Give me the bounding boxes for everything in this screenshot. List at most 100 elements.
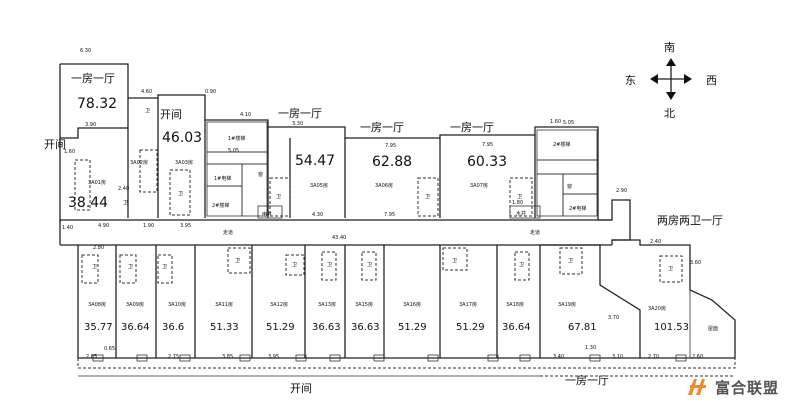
- compass-arrow-down-icon: [666, 92, 676, 100]
- room-3A19-type: 一房一厅: [565, 374, 609, 387]
- dim-d35: 2.60: [692, 354, 703, 360]
- dim-d34: 2.70: [648, 354, 659, 360]
- dim-d27: 2.65: [86, 354, 97, 360]
- room-3A01-label: 3A01房: [88, 179, 106, 186]
- dim-d31: 3.95: [268, 354, 279, 360]
- room-3A18-area: 36.64: [502, 322, 531, 333]
- toilet-3A06: 卫: [425, 194, 430, 200]
- brand-logo: 富合联盟: [686, 376, 779, 398]
- dim-d17: 4.90: [98, 223, 109, 229]
- compass-arrow-left-icon: [650, 74, 658, 84]
- room-3A06-type: 一房一厅: [360, 121, 404, 134]
- toilet-3A18: 卫: [519, 262, 524, 268]
- dim-d33: 3.10: [612, 354, 623, 360]
- elevator2-label: 2#电梯: [569, 205, 586, 212]
- brand-name: 富合联盟: [715, 378, 780, 397]
- elevator1-label: 1#电梯: [214, 175, 231, 182]
- toilet-3A05: 卫: [276, 194, 281, 200]
- toilet-3A07: 卫: [517, 194, 522, 200]
- room-3A02-label: 3A02房: [130, 159, 148, 166]
- room-3A03-type: 开间: [160, 108, 182, 121]
- compass-west: 西: [706, 74, 717, 87]
- dim-d19: 3.95: [180, 223, 191, 229]
- compass-north: 北: [664, 107, 675, 120]
- dimension-labels: 6.30 4.60 3.90 1.60 2.40 0.90 4.10 3.30 …: [62, 48, 703, 360]
- dim-d36: 1.30: [585, 345, 596, 351]
- room-3A02-type: 一房一厅: [71, 72, 115, 85]
- room-3A08-label: 3A08房: [88, 301, 106, 308]
- stair2-label: 2#楼梯: [553, 141, 570, 148]
- room-3A06-label: 3A06房: [375, 182, 393, 189]
- room-3A19-label: 3A19房: [558, 301, 576, 308]
- room-3A20-area: 101.53: [654, 322, 689, 333]
- room-3A03-label: 3A03房: [175, 159, 193, 166]
- room-3A06-area: 62.88: [372, 154, 412, 170]
- room-3A11-label: 3A11房: [215, 301, 233, 308]
- toilet-3A10: 卫: [162, 264, 167, 270]
- compass: 南 北 东 西: [625, 41, 717, 120]
- room-3A16-label: 3A16房: [403, 301, 421, 308]
- dim-d22: 1.40: [62, 225, 73, 231]
- toilet-3A12: 卫: [292, 262, 297, 268]
- toilet-3A15: 卫: [367, 262, 372, 268]
- room-3A01-area: 38.44: [68, 195, 108, 211]
- room-3A05-type: 一房一厅: [278, 107, 322, 120]
- corridor-label-left: 走道: [223, 229, 233, 236]
- room-3A15-label: 3A15房: [355, 301, 373, 308]
- dim-d11: 7.95: [385, 143, 396, 149]
- dim-d38: 5.05: [563, 120, 574, 126]
- corridor-label-right: 走道: [530, 229, 540, 236]
- lower-block-walls: [77, 239, 736, 369]
- corner-room-label: 屋面: [708, 326, 718, 332]
- electrical-well-label-left: 电井: [262, 211, 272, 218]
- window-label-left: 窗: [258, 171, 263, 178]
- water-well-label: 水井: [516, 210, 526, 217]
- dim-d10: 3.30: [292, 121, 303, 127]
- dim-d23: 2.80: [93, 245, 104, 251]
- dim-d15: 2.90: [616, 188, 627, 194]
- window-label-right: 窗: [567, 183, 572, 190]
- dim-d3: 3.90: [85, 122, 96, 128]
- dim-d2: 4.60: [141, 89, 152, 95]
- room-3A10-label: 3A10房: [168, 301, 186, 308]
- dim-d18: 1.90: [143, 223, 154, 229]
- dim-d7: 0.90: [205, 89, 216, 95]
- room-3A10-area: 36.6: [162, 322, 184, 333]
- toilet-3A03: 卫: [178, 191, 183, 197]
- toilet-3A01: 卫: [123, 200, 128, 206]
- room-3A13-area: 36.63: [312, 322, 341, 333]
- room-3A12-area: 51.29: [266, 322, 295, 333]
- toilet-3A13: 卫: [327, 262, 332, 268]
- dim-d28: 0.65: [104, 346, 115, 352]
- dim-d20: 4.30: [312, 212, 323, 218]
- room-3A16-area: 51.29: [398, 322, 427, 333]
- room-3A01-type: 开间: [44, 138, 66, 151]
- dim-d32: 3.40: [553, 354, 564, 360]
- room-3A09-label: 3A09房: [126, 301, 144, 308]
- toilet-3A19: 卫: [568, 258, 573, 264]
- room-3A08-area: 35.77: [84, 322, 113, 333]
- upper-room-labels: 一房一厅 78.32 开间 46.03 3A02房 3A03房 开间 3A01房…: [44, 72, 586, 218]
- toilet-3A09: 卫: [128, 264, 133, 270]
- room-3A15-area: 36.63: [351, 322, 380, 333]
- upper-block-walls: [59, 63, 599, 222]
- room-3A19-area: 67.81: [568, 322, 597, 333]
- lower-room-labels: 3A08房 35.77 3A09房 36.64 3A10房 36.6 3A11房…: [78, 214, 735, 395]
- dim-d30: 3.85: [222, 354, 233, 360]
- dim-d14: 5.05: [228, 148, 239, 154]
- toilet-3A08: 卫: [92, 264, 97, 270]
- lower-shops-type: 开间: [290, 382, 312, 395]
- dim-d41: 1.80: [512, 200, 523, 206]
- room-3A07-area: 60.33: [467, 154, 507, 170]
- dim-d4: 1.60: [64, 149, 75, 155]
- dim-d13: 1.60: [550, 119, 561, 125]
- room-3A05-area: 54.47: [295, 153, 335, 169]
- toilet-3A11: 卫: [235, 258, 240, 264]
- dim-d9: 4.10: [240, 112, 251, 118]
- room-3A09-area: 36.64: [121, 322, 150, 333]
- dim-d16: 43.40: [332, 235, 346, 241]
- room-3A20-label: 3A20房: [648, 305, 666, 312]
- toilet-3A17: 卫: [452, 258, 457, 264]
- room-3A13-label: 3A13房: [318, 301, 336, 308]
